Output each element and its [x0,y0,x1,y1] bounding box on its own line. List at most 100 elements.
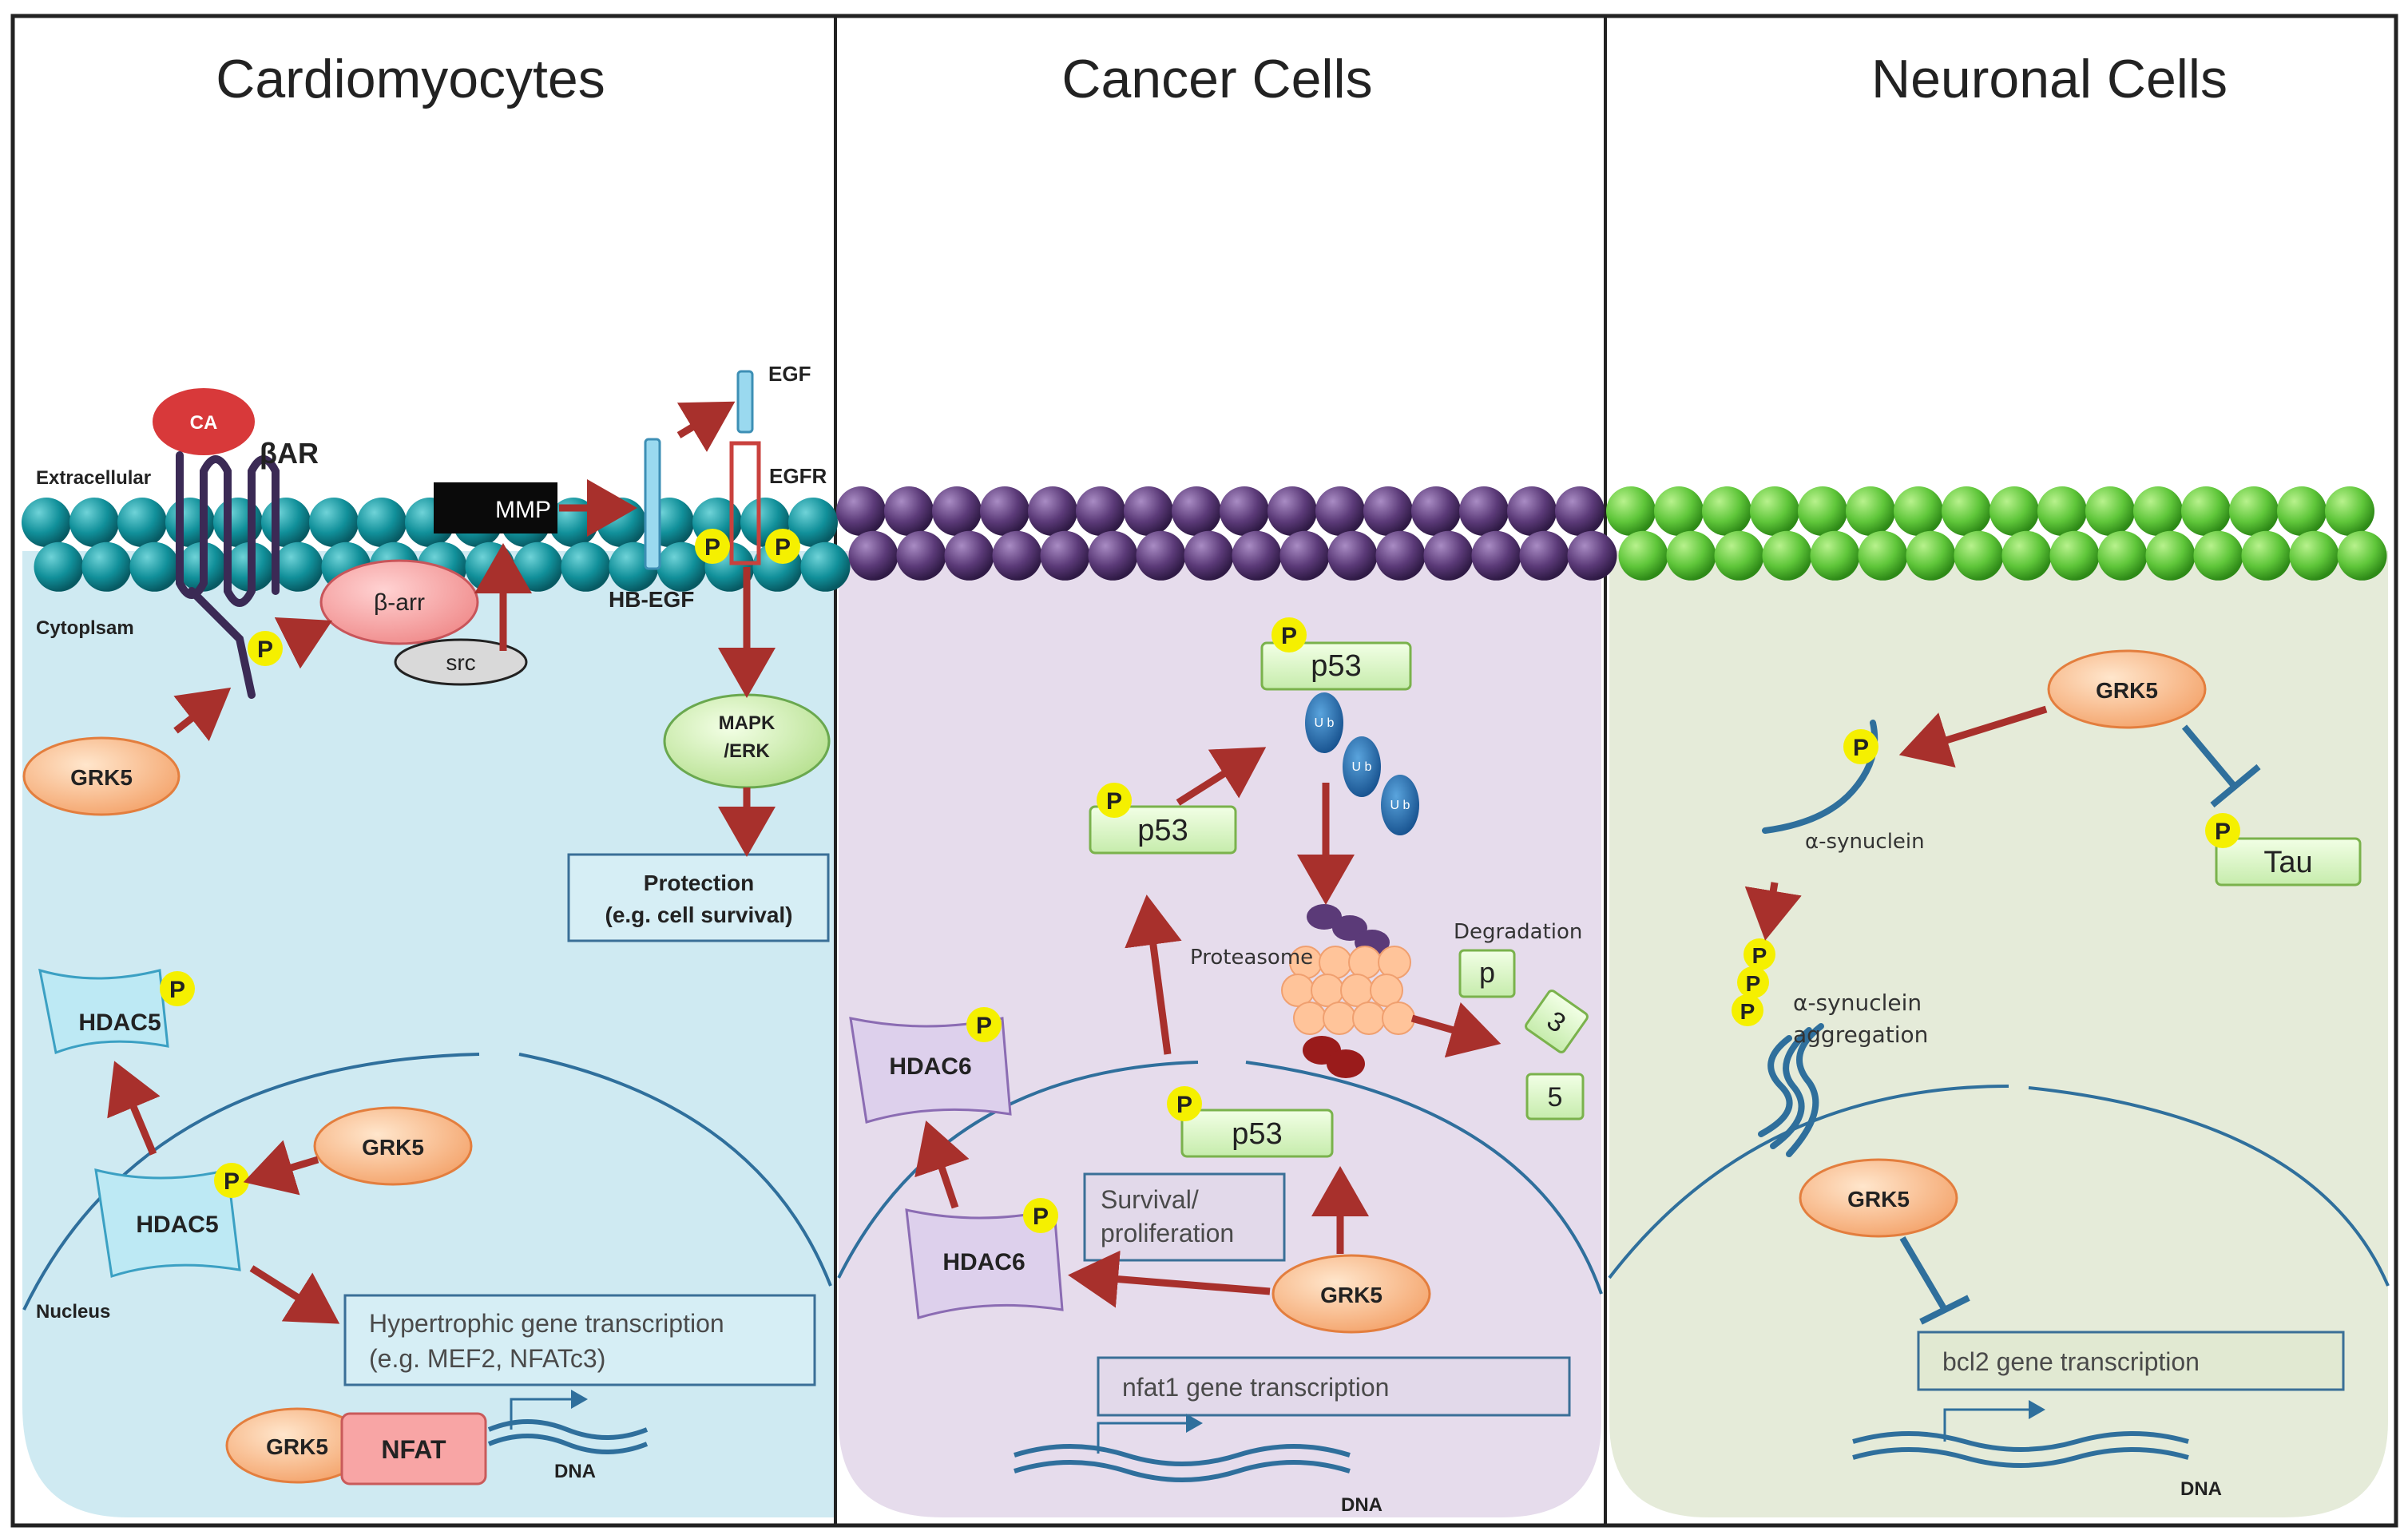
panel-title-cancer: Cancer Cells [1061,49,1372,109]
hdac5-cyto [38,968,169,1055]
neuron-lipid [1954,530,2004,581]
proteasome [1281,904,1415,1078]
cancer-arrows [914,747,1502,1308]
grk5-neuron-cyto-label: GRK5 [2096,678,2158,703]
cancer-lipid [1028,486,1077,536]
hypertrophic-box [343,1294,816,1386]
neuron-lipid [2133,486,2183,536]
cancer-lipid [1184,530,1234,581]
ubiquitin-2 [1343,736,1381,797]
cancer-lipid [1375,530,1426,581]
survival-box [1083,1172,1286,1262]
neuron-lipid [2085,486,2135,536]
p53-nuc-label: p53 [1232,1117,1282,1151]
cancer-lipid [1279,530,1330,581]
cancer-lipid [1088,530,1138,581]
cancer-nucleus-envelope-right [1245,1061,1603,1295]
phospho-tau [2205,813,2240,848]
phospho-asyn [1843,729,1878,764]
phospho-agg-3-label: P [1740,999,1755,1024]
cancer-lipid [1411,486,1461,536]
cancer-lipid [944,530,994,581]
neuron-lipid [2325,486,2374,536]
cardio-lipid [788,498,838,547]
cancer-lipid [1124,486,1173,536]
neuron-content: GRK5 P α-synuclein Tau P P P P α-synucle… [1608,649,2390,1500]
neuron-dna-strand-1 [1852,1431,2189,1452]
p53-mid-label: p53 [1137,814,1188,847]
cancer-lipid [1363,486,1413,536]
grk5-cardio-cyto-label: GRK5 [70,765,133,790]
phospho-agg-2-label: P [1746,971,1761,996]
cancer-lipid [1315,486,1365,536]
neuron-lipid [2181,486,2231,536]
phospho-hdac6-cyto-label: P [976,1013,992,1039]
cardio-lipid [561,541,611,592]
protection-line-1: Protection [644,871,754,895]
neuron-lipid [1654,486,1704,536]
cardio-panel [22,551,835,1517]
phospho-hdac5-nuc-label: P [224,1168,240,1195]
cardio-lipid [465,541,515,592]
phospho-hdac5-cyto [160,971,195,1006]
cardio-content: CA βAR Extracellular Cytoplsam MMP EGF E… [22,362,832,1485]
ubiquitin-3-label: U b [1390,799,1410,812]
mmp-box [434,482,557,533]
cancer-lipid [992,530,1042,581]
grk5-cardio-nuc [313,1106,473,1186]
fragment-5-label: 5 [1548,1082,1563,1113]
bcl2-box [1917,1331,2345,1391]
cancer-dna-strand-2 [1014,1460,1351,1482]
survival-line-1: Survival/ [1101,1185,1199,1214]
grk5-nfat-label: GRK5 [266,1434,328,1459]
cardio-lipid [800,541,851,592]
neuron-lipid [1989,486,2039,536]
phospho-agg-3 [1732,994,1763,1026]
cancer-lipid [884,486,934,536]
ubiquitin-1-label: U b [1315,716,1335,730]
cancer-lipid [1519,530,1569,581]
neuron-lipid [1846,486,1895,536]
neuron-lipid [1750,486,1799,536]
neuron-nucleus-envelope-right [2028,1086,2390,1287]
cardio-lipid [69,498,119,547]
cardio-tss-arrow [510,1390,588,1430]
neuron-tss-arrow [1943,1400,2045,1442]
egf-ligand [736,370,754,434]
neuron-panel [1609,551,2388,1517]
cardio-arrows [107,401,776,1324]
cancer-lipid [1267,486,1317,536]
neuron-lipid [2289,530,2339,581]
phospho-hdac5-cyto-label: P [169,977,185,1003]
phospho-p53-top-label: P [1281,623,1297,649]
cardio-lipid [117,498,167,547]
neuron-lipid [2049,530,2100,581]
panel-title-cardio: Cardiomyocytes [216,49,605,109]
cancer-lipid [1327,530,1378,581]
nfat-label: NFAT [381,1435,446,1464]
hdac6-nuc-label: HDAC6 [942,1249,1025,1275]
cancer-lipid [1040,530,1090,581]
neuron-dna-label: DNA [2180,1478,2222,1500]
cancer-lipid [896,530,946,581]
grk5-neuron-nuc [1799,1158,1958,1238]
extracellular-label: Extracellular [36,467,151,489]
cancer-lipid [1423,530,1474,581]
hb-egf-label: HB-EGF [609,587,694,612]
src-label: src [446,650,475,675]
egfr-label: EGFR [769,464,827,488]
neuron-lipid [1714,530,1764,581]
phospho-p53-mid [1097,783,1132,818]
neuron-arrows [1744,705,2048,941]
grk5-cardio-nuc-label: GRK5 [362,1135,424,1160]
cancer-lipid [836,486,886,536]
cancer-lipid [1471,530,1521,581]
neuron-lipid [2241,530,2291,581]
p53-mid [1089,805,1237,855]
neuron-lipid [1618,530,1668,581]
ubiquitin-3 [1381,775,1419,835]
neuron-membrane [1606,486,2387,581]
grk5-cardio-cyto [22,736,181,816]
neuron-lipid [2145,530,2196,581]
cancer-lipid [1232,530,1282,581]
